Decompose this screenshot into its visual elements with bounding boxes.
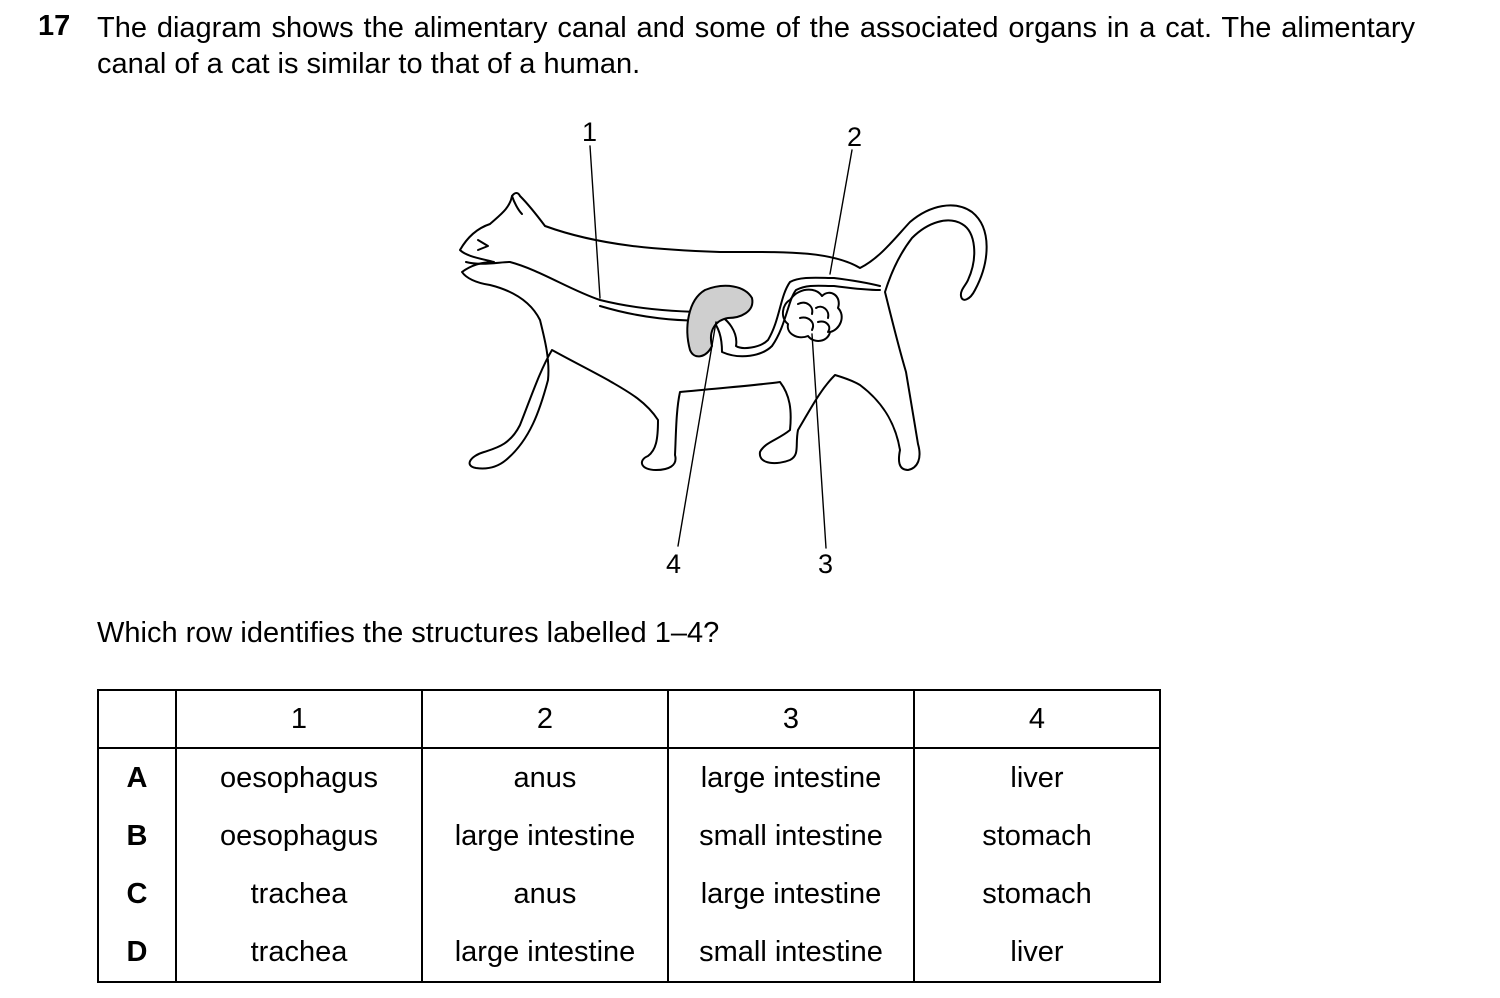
row-letter-c: C (97, 865, 177, 923)
cell: stomach (913, 865, 1161, 923)
header-col-2: 2 (421, 689, 669, 749)
leader-line-4 (677, 321, 717, 547)
cell: small intestine (667, 807, 915, 865)
cell: liver (913, 748, 1161, 807)
table-row: D trachea large intestine small intestin… (97, 923, 1161, 983)
cat-digestive-diagram: 1 2 3 4 (459, 117, 988, 579)
cell: anus (421, 865, 669, 923)
stomach-shape (686, 284, 754, 358)
diagram-label-1: 1 (582, 117, 597, 147)
table-header-row: 1 2 3 4 (97, 689, 1161, 749)
table-row: C trachea anus large intestine stomach (97, 865, 1161, 923)
cell: large intestine (667, 748, 915, 807)
table-row: A oesophagus anus large intestine liver (97, 748, 1161, 807)
table-row: B oesophagus large intestine small intes… (97, 807, 1161, 865)
leader-line-1 (589, 145, 601, 299)
alimentary-canal (465, 261, 881, 358)
header-col-3: 3 (667, 689, 915, 749)
cell: large intestine (421, 923, 669, 983)
cell: large intestine (667, 865, 915, 923)
header-blank (97, 689, 177, 749)
leader-line-2 (829, 149, 853, 275)
answer-table: 1 2 3 4 A oesophagus anus large intestin… (97, 689, 1161, 983)
intestine-coils (782, 288, 843, 342)
question-prompt: Which row identifies the structures labe… (97, 617, 720, 649)
cell: anus (421, 748, 669, 807)
cat-outline (459, 192, 988, 471)
header-col-1: 1 (175, 689, 423, 749)
diagram-label-4: 4 (666, 549, 681, 579)
diagram-label-2: 2 (847, 122, 862, 152)
cell: liver (913, 923, 1161, 983)
cell: oesophagus (175, 748, 423, 807)
diagram-label-3: 3 (818, 549, 833, 579)
header-col-4: 4 (913, 689, 1161, 749)
cell: small intestine (667, 923, 915, 983)
cell: oesophagus (175, 807, 423, 865)
question-number: 17 (38, 10, 71, 42)
leader-line-3 (811, 333, 827, 549)
cell: large intestine (421, 807, 669, 865)
row-letter-b: B (97, 807, 177, 865)
question-stem: The diagram shows the alimentary canal a… (97, 12, 1415, 80)
cell: trachea (175, 923, 423, 983)
cell: trachea (175, 865, 423, 923)
row-letter-d: D (97, 923, 177, 983)
row-letter-a: A (97, 748, 177, 807)
cell: stomach (913, 807, 1161, 865)
